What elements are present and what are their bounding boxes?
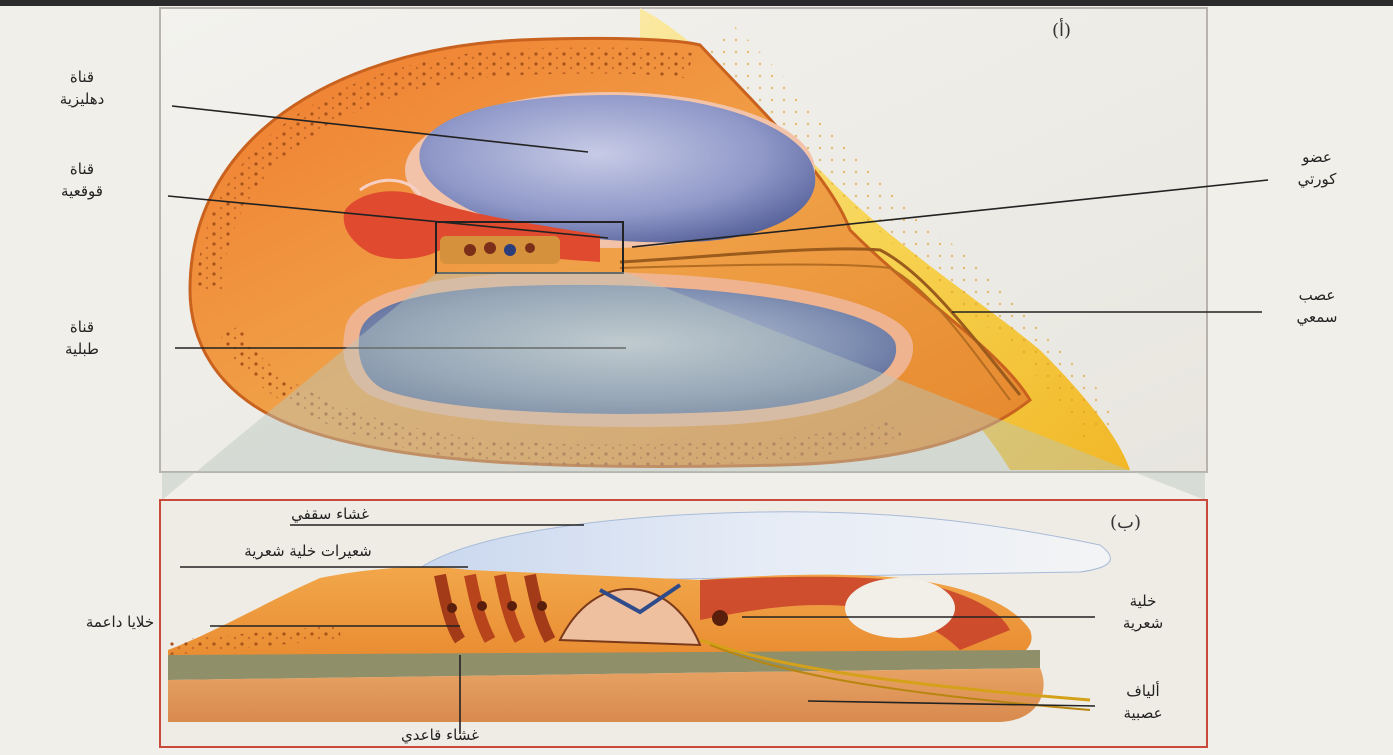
label-tympanic-canal: قناة طبلية [22,316,142,360]
label-line: قناة [22,316,142,338]
label-line: قناة [22,66,142,88]
label-line: قناة [22,158,142,180]
label-line: عصبية [1088,702,1198,724]
label-basilar-membrane: غشاء قاعدي [340,724,540,746]
label-line: قوقعية [22,180,142,202]
panel-a-tag: (أ) [1052,20,1071,41]
panel-b [160,500,1207,747]
label-line: ألياف [1088,680,1198,702]
label-stereocilia: شعيرات خلية شعرية [168,540,448,562]
label-line: دهليزية [22,88,142,110]
organ-of-corti-miniature [440,236,560,264]
inner-sulcus-space [845,578,955,638]
inner-hair-cell-nucleus [712,610,728,626]
label-line: خلية [1088,590,1198,612]
label-line: كورتي [1262,168,1372,190]
label-line: طبلية [22,338,142,360]
label-cochlear-canal: قناة قوقعية [22,158,142,202]
label-auditory-nerve: عصب سمعي [1262,284,1372,328]
panel-b-tag: (ب) [1110,512,1141,533]
label-line: سمعي [1262,306,1372,328]
label-hair-cell: خلية شعرية [1088,590,1198,634]
label-line: عصب [1262,284,1372,306]
label-organ-of-corti: عضو كورتي [1262,146,1372,190]
label-supporting-cells: خلايا داعمة [30,611,210,633]
label-line: شعرية [1088,612,1198,634]
label-tectorial-membrane: غشاء سقفي [230,503,430,525]
label-vestibular-canal: قناة دهليزية [22,66,142,110]
label-line: عضو [1262,146,1372,168]
label-nerve-fibers: ألياف عصبية [1088,680,1198,724]
